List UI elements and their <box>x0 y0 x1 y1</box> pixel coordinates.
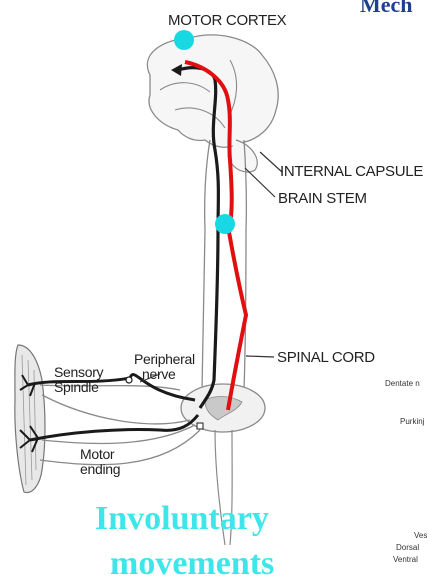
dentate-label: Dentate n <box>385 379 420 388</box>
spinal-cord-label: SPINAL CORD <box>277 349 375 366</box>
purkinje-label: Purkinj <box>400 417 424 426</box>
ves-label: Ves <box>414 531 427 540</box>
caption-line2: movements <box>110 545 274 583</box>
caption-line1: Involuntary <box>95 500 269 538</box>
dorsal-label: Dorsal <box>396 543 419 552</box>
brain-stem-label: BRAIN STEM <box>278 190 367 207</box>
peripheral-nerve-label: Peripheral nerve <box>134 352 195 382</box>
internal-capsule-label: INTERNAL CAPSULE <box>280 163 423 180</box>
motor-fiber <box>30 415 198 440</box>
motor-ending-label: Motor ending <box>80 447 120 477</box>
spinal-cord-outline <box>193 140 251 412</box>
brainstem-marker <box>215 214 235 234</box>
cortex-marker <box>174 30 194 50</box>
ventral-label: Ventral <box>393 555 418 564</box>
sensory-spindle-label: Sensory Spindle <box>54 365 103 395</box>
motor-cortex-label: MOTOR CORTEX <box>168 12 286 29</box>
page-title: Mech <box>360 0 413 18</box>
